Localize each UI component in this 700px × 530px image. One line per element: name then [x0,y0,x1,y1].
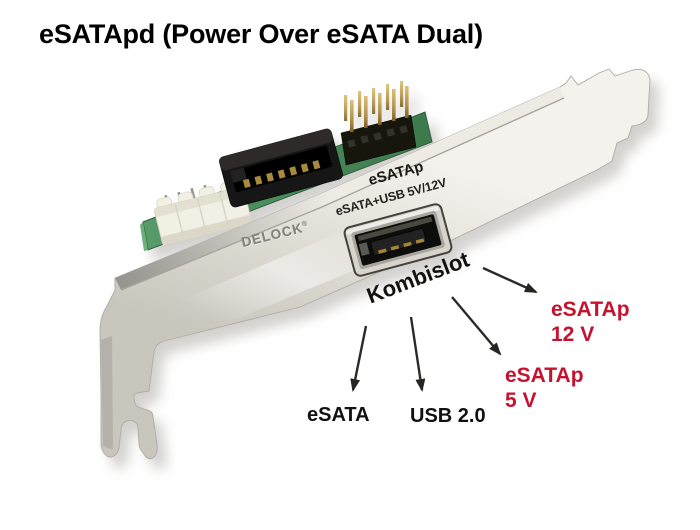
callout-esatap-5v-voltage: 5 V [505,389,537,412]
arrow-to-esata-icon [350,325,368,392]
pin-header-sockets [347,125,408,148]
bracket-foot-shade [101,336,113,450]
arrow-to-esatap-12v-icon [482,266,538,294]
arrow-to-usb-icon [409,316,426,392]
page-title: eSATApd (Power Over eSATA Dual) [39,19,483,49]
callout-esatap-5v: eSATAp 5 V [505,363,584,413]
callout-esata: eSATA [307,404,370,426]
registered-mark: ® [301,220,309,229]
esatap-port [343,203,453,277]
pin-header-back-row [344,81,404,121]
pcb-edge [140,222,148,251]
pin-header-front-row [350,86,409,132]
callout-usb: USB 2.0 [410,405,486,427]
callout-esatap-12v-voltage: 12 V [551,323,595,346]
callout-esatap-5v-name: eSATAp [505,364,584,387]
sata-connector [219,128,343,208]
bracket-flange-shadow [115,87,564,290]
arrow-to-esatap-5v-icon [451,296,502,356]
callout-esatap-12v-name: eSATAp [551,298,630,321]
bracket-flange-edge [120,97,565,291]
pin-header-base [340,114,417,166]
callout-esatap-12v: eSATAp 12 V [551,297,630,347]
callout-arrows [350,266,538,392]
